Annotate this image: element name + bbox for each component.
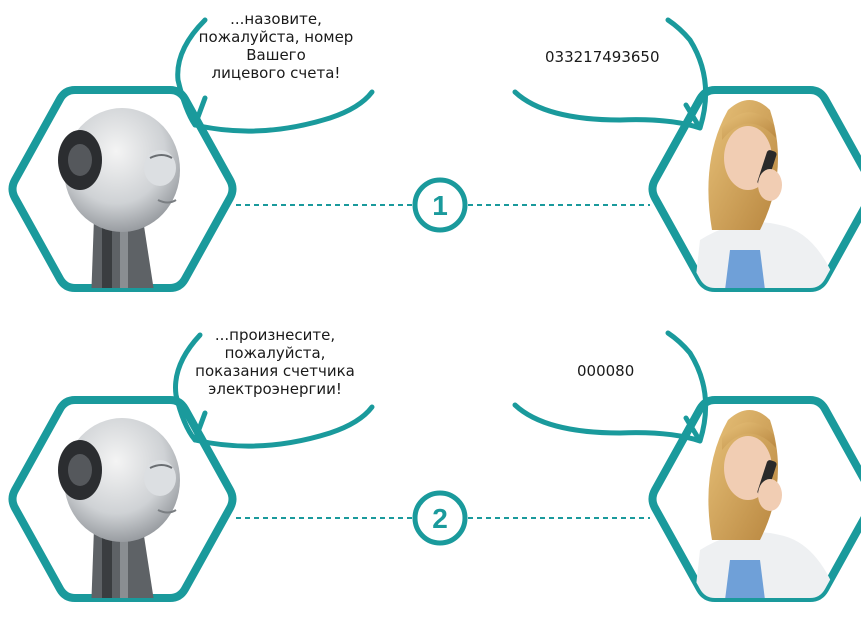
- robot-hexagon-1: [8, 86, 237, 292]
- user-answer-2: 000080: [577, 362, 635, 380]
- robot-image-1: [58, 108, 180, 288]
- woman-image-2: [690, 410, 850, 598]
- robot-speech-bubble-1: [175, 17, 375, 134]
- robot-prompt-1-line: пожалуйста, номер: [198, 28, 354, 46]
- robot-speech-bubble-2: [173, 332, 375, 449]
- woman-hexagon-2: [648, 396, 861, 602]
- robot-prompt-2: ...произнесите, пожалуйста, показания сч…: [170, 326, 380, 398]
- woman-hexagon-1: [648, 86, 861, 292]
- step-circle-2: [412, 490, 468, 546]
- user-answer-1: 033217493650: [545, 48, 660, 66]
- robot-prompt-1-line: ...назовите,: [230, 10, 322, 28]
- robot-prompt-2-line: пожалуйста,: [224, 344, 326, 362]
- user-speech-bubble-1: [512, 17, 709, 131]
- robot-prompt-2-line: ...произнесите,: [214, 326, 336, 344]
- user-speech-bubble-2: [512, 330, 709, 444]
- robot-prompt-1: ...назовите, пожалуйста, номер Вашего ли…: [176, 10, 376, 82]
- robot-prompt-2-line: показания счетчика: [195, 362, 355, 380]
- robot-hexagon-2: [8, 396, 237, 602]
- woman-image-1: [690, 100, 850, 288]
- step-number-1: 1: [432, 190, 448, 221]
- robot-prompt-1-line: лицевого счета!: [211, 64, 341, 82]
- robot-prompt-2-line: электроэнергии!: [208, 380, 342, 398]
- robot-prompt-1-line: Вашего: [246, 46, 306, 64]
- robot-image-2: [58, 418, 180, 598]
- step-number-2: 2: [432, 503, 448, 534]
- step-circle-1: [412, 177, 468, 233]
